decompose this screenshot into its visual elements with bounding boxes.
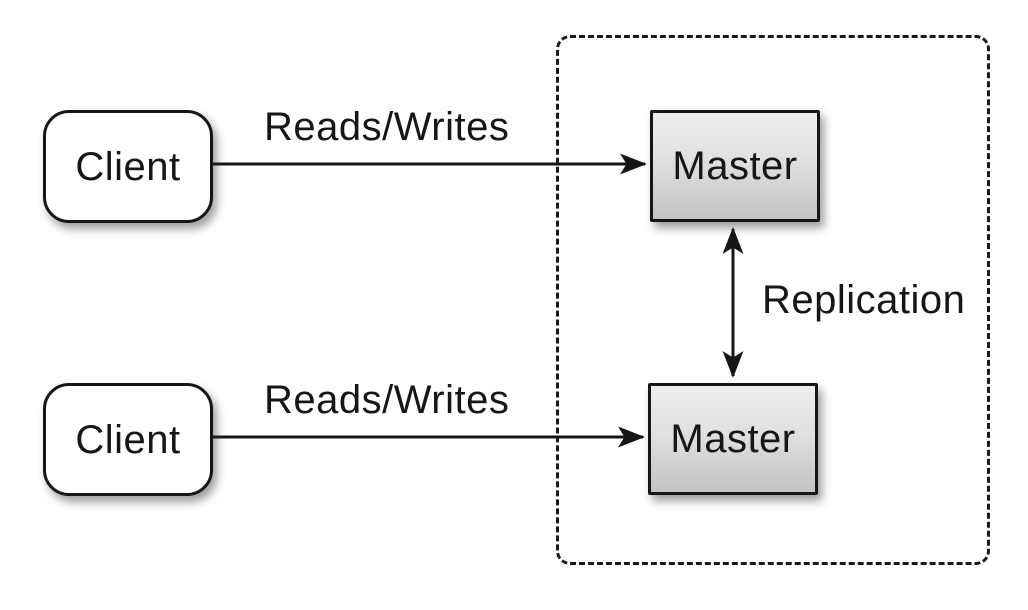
reads-writes-label-bottom: Reads/Writes (264, 378, 510, 422)
replication-group-boundary (556, 35, 990, 565)
node-master-bottom-label: Master (670, 417, 796, 461)
node-client-top-label: Client (75, 144, 181, 189)
node-master-top: Master (650, 110, 820, 222)
replication-label: Replication (762, 278, 966, 322)
reads-writes-label-top: Reads/Writes (264, 105, 510, 149)
node-master-top-label: Master (672, 144, 798, 188)
node-client-bottom-label: Client (75, 417, 181, 462)
node-client-top: Client (43, 110, 213, 223)
node-client-bottom: Client (43, 383, 213, 496)
node-master-bottom: Master (648, 383, 818, 495)
